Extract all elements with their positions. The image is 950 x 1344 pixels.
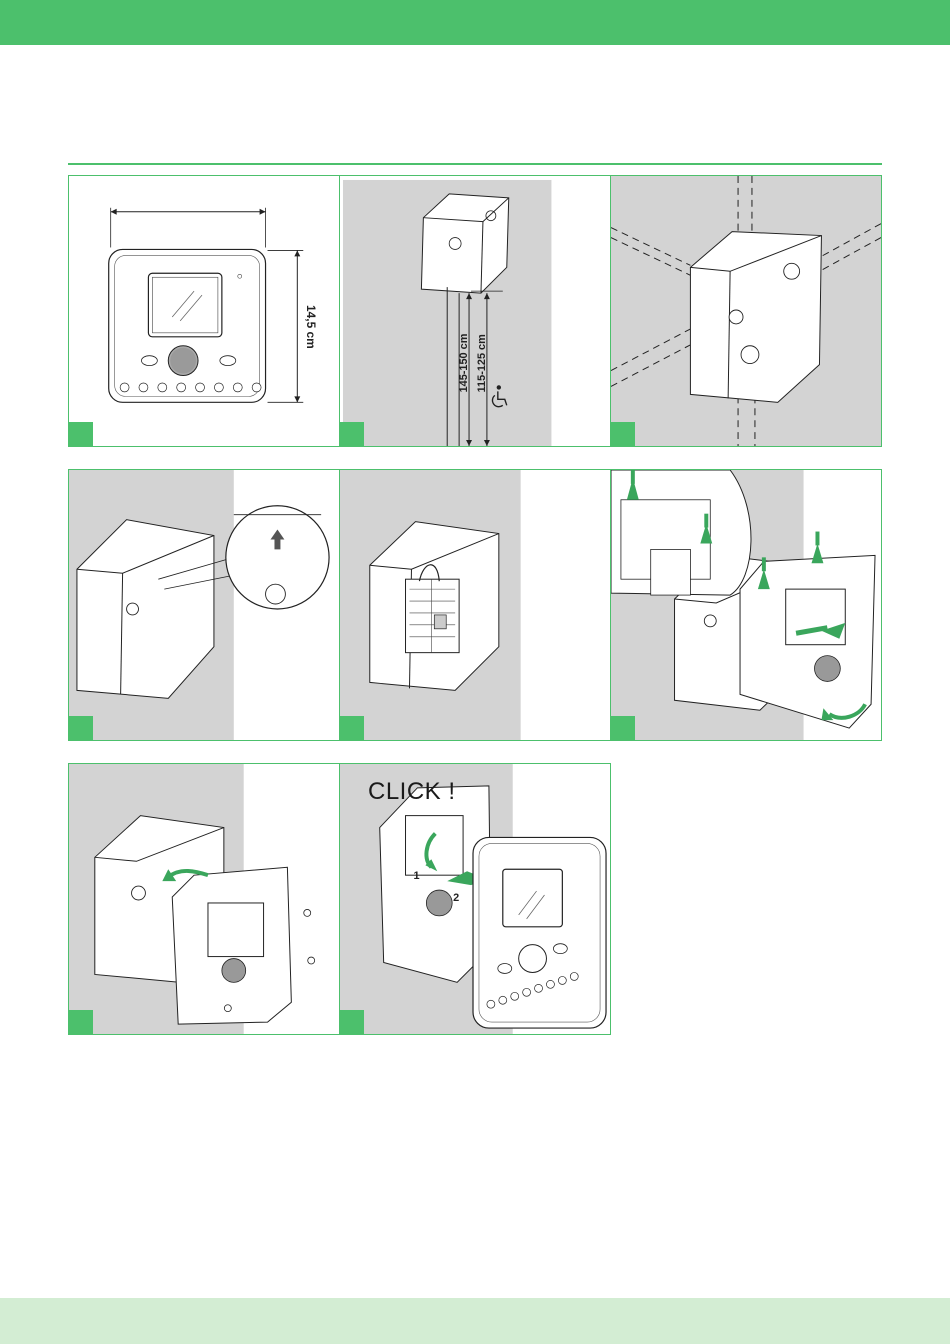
conduit-routing-drawing [611,176,881,446]
panel-screw-fixing [68,763,340,1035]
panel-mounting-height: 145-150 cm 115-125 cm [339,175,611,447]
step-tab [611,422,635,446]
step-tab [340,716,364,740]
panel-monitor-dimensions: 14,5 cm [68,175,340,447]
step-tab [69,422,93,446]
step-1-label: 1 [413,870,419,882]
panel-bracket-fitting [610,469,882,741]
standard-height-label: 145-150 cm [458,333,470,392]
step-tab [340,422,364,446]
panel-wiring [339,469,611,741]
bracket-fitting-drawing [611,470,881,740]
panel-conduit-routing [610,175,882,447]
mounting-height-drawing: 145-150 cm 115-125 cm [340,176,610,446]
screw-fixing-drawing [69,764,339,1034]
section-rule [68,163,882,165]
panel-cover-click: 1 2 CLICK ! [339,763,611,1035]
click-label: CLICK ! [368,778,456,806]
step-2-label: 2 [453,892,459,904]
dimension-height-label: 14,5 cm [304,305,318,349]
footer-band [0,1298,950,1344]
step-tab [69,716,93,740]
header-band [0,0,950,45]
step-tab [69,1010,93,1034]
step-tab [340,1010,364,1034]
accessible-height-label: 115-125 cm [476,334,488,393]
monitor-dimension-drawing: 14,5 cm [69,176,339,446]
wiring-drawing [340,470,610,740]
panel-box-orientation [68,469,340,741]
step-tab [611,716,635,740]
box-orientation-drawing [69,470,339,740]
